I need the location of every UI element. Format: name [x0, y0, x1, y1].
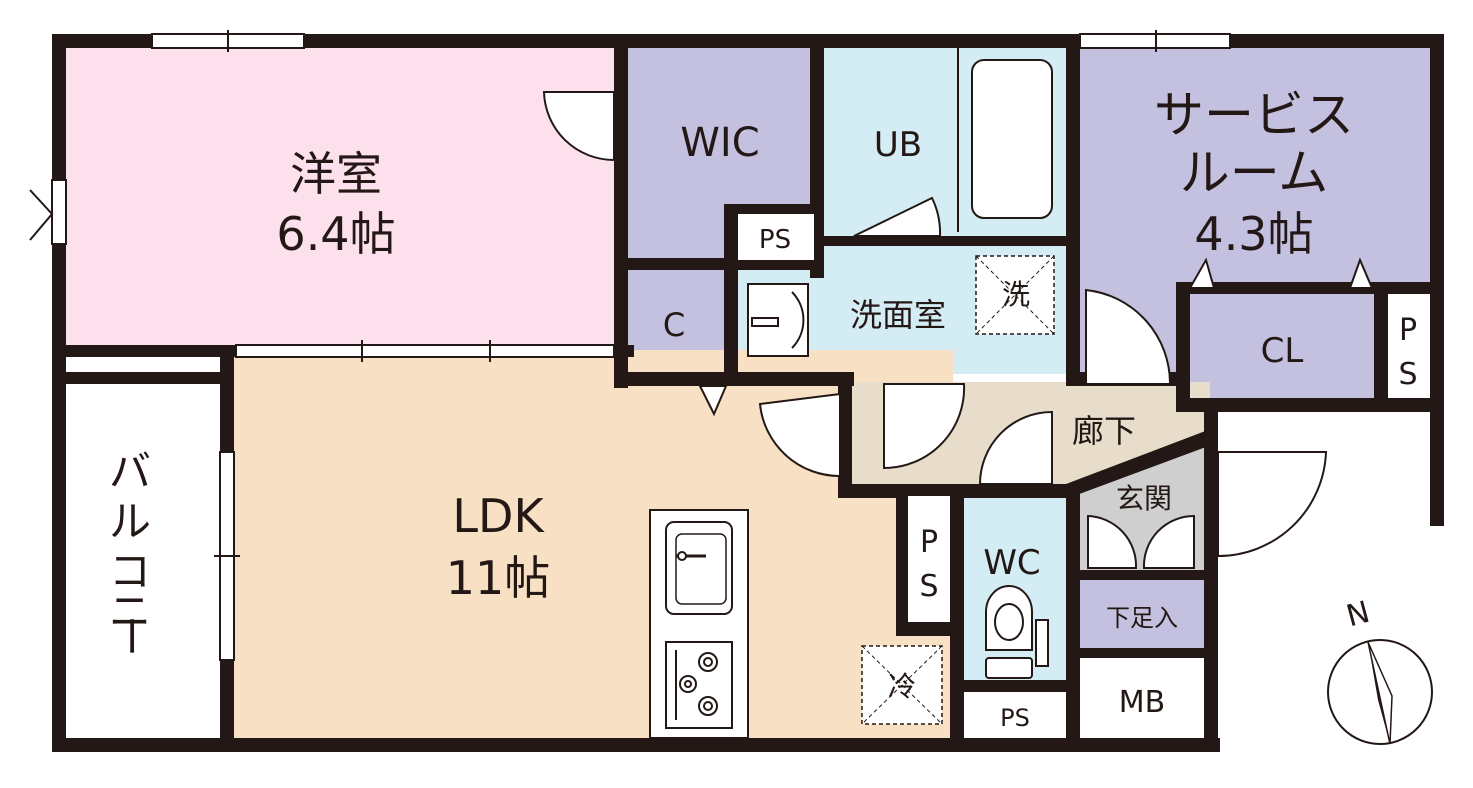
doors — [542, 91, 1328, 569]
ps-mid-label-1: P — [920, 525, 938, 560]
ps-top-box — [738, 214, 814, 260]
western-room-name: 洋室 — [290, 147, 382, 201]
ps-top-label: PS — [759, 225, 791, 255]
mb-label: MB — [1119, 685, 1165, 720]
wc-label: WC — [983, 543, 1040, 583]
ps-right-label-2: S — [1398, 357, 1417, 392]
washer-label: 洗 — [1002, 278, 1030, 311]
cl-label: CL — [1261, 331, 1304, 371]
bathtub — [971, 59, 1053, 219]
mb-box — [1080, 658, 1204, 738]
shoe-box-fill — [1072, 578, 1208, 652]
service-room-name1: サービス — [1154, 86, 1354, 144]
ps-mid-box — [908, 496, 950, 622]
washroom-label: 洗面室 — [850, 296, 946, 334]
balcony-area — [66, 357, 220, 738]
side-window-mark — [29, 189, 54, 241]
shoe-box-label: 下足入 — [1106, 604, 1178, 632]
western-room-fill — [62, 46, 620, 350]
ldk-size: 11帖 — [446, 551, 551, 605]
closet-c-label: C — [663, 306, 685, 344]
entrance-label: 玄関 — [1116, 482, 1172, 515]
wic-label: WIC — [680, 120, 759, 166]
burners — [675, 650, 718, 720]
balcony-char-5: ー — [106, 615, 155, 657]
fridge-label: 冷 — [888, 670, 916, 703]
balcony-char-4: ニ — [109, 587, 151, 636]
toilet — [985, 585, 1049, 679]
ub-label: UB — [874, 125, 922, 165]
ps-right-label-1: P — [1399, 313, 1417, 348]
compass-icon — [1327, 639, 1433, 745]
service-room-name2: ルーム — [1180, 144, 1329, 202]
balcony-char-2: ル — [109, 497, 151, 546]
north-label: N — [1343, 595, 1374, 635]
windows — [51, 30, 1231, 661]
western-room-size: 6.4帖 — [276, 207, 395, 261]
service-room-fill — [1078, 46, 1430, 286]
cl-fill — [1188, 292, 1378, 404]
balcony-inner-line — [66, 372, 220, 384]
balcony-char-1: バ — [109, 447, 151, 496]
ps-bottom-label: PS — [1000, 704, 1030, 732]
ps-bottom-box — [964, 692, 1066, 738]
ps-mid-label-2: S — [919, 569, 938, 604]
ldk-name: LDK — [452, 489, 545, 543]
service-room-size: 4.3帖 — [1194, 207, 1313, 261]
balcony-char-3: コ — [109, 547, 151, 596]
ps-right-box — [1388, 294, 1430, 398]
kitchen-sink — [665, 521, 733, 615]
hallway-label: 廊下 — [1072, 412, 1136, 450]
